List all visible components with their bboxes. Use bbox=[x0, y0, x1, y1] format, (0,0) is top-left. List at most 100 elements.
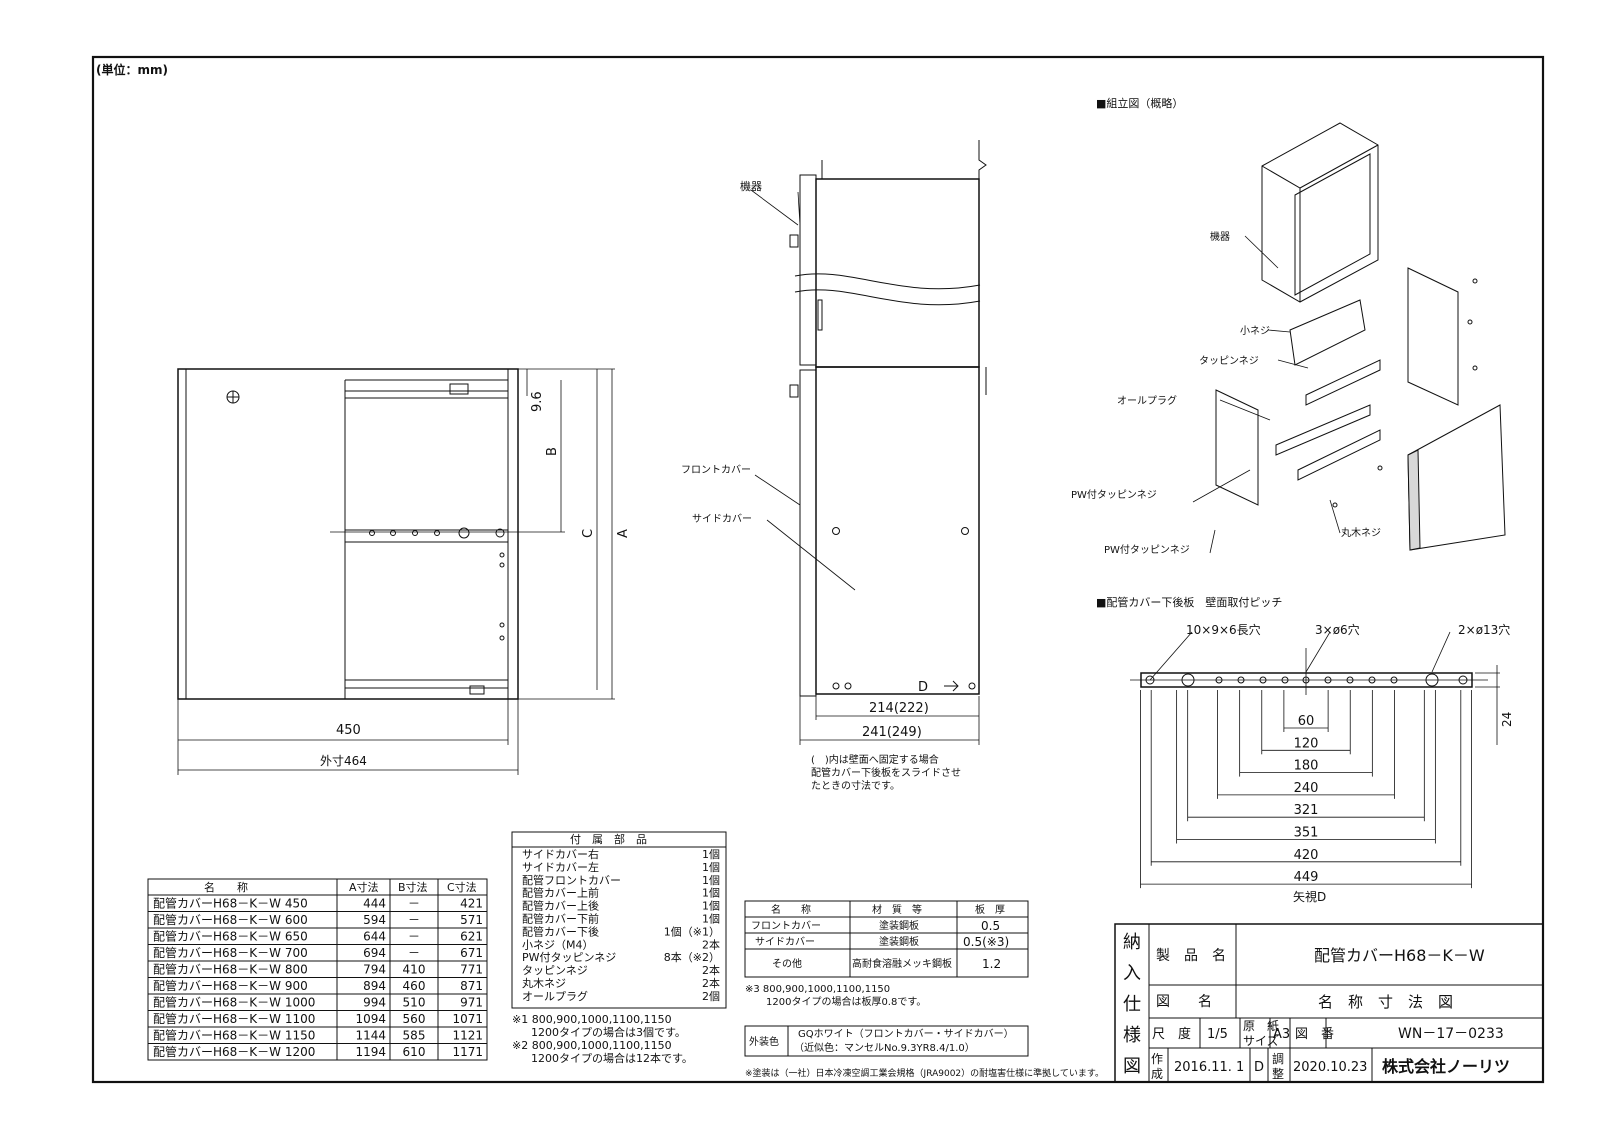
parts-note: ※1 800,900,1000,1100,1150 bbox=[512, 1013, 672, 1026]
material-header-material: 材 質 等 bbox=[872, 903, 922, 916]
material-row-2-name: サイドカバー bbox=[755, 936, 815, 948]
pitch-view: 矢視D bbox=[1293, 889, 1326, 904]
models-cell-b: 460 bbox=[403, 979, 426, 993]
side-note-1: ( )内は壁面へ固定する場合 bbox=[811, 753, 939, 766]
scale-label: 尺 度 bbox=[1152, 1026, 1191, 1042]
paper-label-1: 原 紙 bbox=[1243, 1018, 1279, 1033]
parts-item-qty: 2本 bbox=[702, 963, 720, 977]
material-row-3-name: その他 bbox=[772, 957, 802, 970]
pitch-height: 24 bbox=[1500, 712, 1514, 727]
models-cell-a: 644 bbox=[363, 930, 386, 944]
parts-item-qty: 1個 bbox=[702, 900, 720, 913]
parts-item-name: 配管フロントカバー bbox=[522, 873, 621, 887]
models-cell-a: 1094 bbox=[355, 1012, 386, 1026]
adj-label-1: 調 bbox=[1272, 1052, 1284, 1066]
models-cell-b: － bbox=[408, 897, 420, 911]
pitch-hole-3: 2×ø13穴 bbox=[1458, 622, 1510, 637]
drawing-label: 図 名 bbox=[1156, 994, 1212, 1010]
pitch-dim-label: 180 bbox=[1294, 759, 1319, 774]
side-label-char: 仕 bbox=[1123, 994, 1141, 1015]
models-cell-a: 594 bbox=[363, 913, 386, 927]
material-row-3-thickness: 1.2 bbox=[982, 957, 1001, 971]
material-header-name: 名 称 bbox=[771, 903, 811, 916]
coating-footnote: ※塗装は（一社）日本冷凍空調工業会規格（JRA9002）の耐塩害仕様に準拠してい… bbox=[745, 1067, 1104, 1079]
parts-item-name: PW付タッピンネジ bbox=[522, 951, 616, 964]
made-label-1: 作 bbox=[1151, 1052, 1163, 1066]
made-label-2: 成 bbox=[1151, 1067, 1163, 1081]
side-label-front-cover: フロントカバー bbox=[681, 464, 751, 476]
parts-item-qty: 2個 bbox=[702, 990, 720, 1003]
parts-item-name: オールプラグ bbox=[522, 989, 588, 1003]
models-cell-c: 571 bbox=[460, 913, 483, 927]
parts-item-name: タッピンネジ bbox=[522, 964, 588, 977]
material-table: 名 称 材 質 等 板 厚 フロントカバー 塗装鋼板 0.5 サイドカバー 塗装… bbox=[744, 900, 1029, 1008]
material-note-2: 1200タイプの場合は板厚0.8です。 bbox=[766, 995, 926, 1008]
models-cell-a: 444 bbox=[363, 897, 386, 911]
pitch-dim-label: 351 bbox=[1294, 826, 1319, 841]
models-cell-b: － bbox=[408, 930, 420, 944]
models-cell-b: － bbox=[408, 946, 420, 960]
pitch-dim-label: 420 bbox=[1294, 848, 1319, 863]
asm-label-maruki: 丸木ネジ bbox=[1341, 526, 1381, 539]
models-header-a: A寸法 bbox=[349, 880, 379, 894]
models-cell-c: 1071 bbox=[452, 1012, 483, 1026]
parts-note: 1200タイプの場合は12本です。 bbox=[531, 1051, 693, 1065]
drawing-name: 名 称 寸 法 図 bbox=[1318, 993, 1453, 1011]
material-row-3-material: 高耐食溶融メッキ鋼板 bbox=[852, 957, 952, 970]
product-name: 配管カバーH68－K－W bbox=[1314, 946, 1485, 965]
color-line-1: GQホワイト（フロントカバー・サイドカバー） bbox=[798, 1028, 1014, 1040]
pitch-dim-label: 449 bbox=[1294, 870, 1319, 885]
dim-9-6: 9.6 bbox=[530, 391, 545, 412]
drawing-number: WN－17－0233 bbox=[1398, 1026, 1504, 1042]
asm-label-pw-1: PW付タッピンネジ bbox=[1071, 488, 1157, 501]
parts-item-name: 配管カバー上後 bbox=[522, 899, 599, 913]
pitch-hole-1: 10×9×6長穴 bbox=[1186, 622, 1261, 637]
made-date: 2016.11. 1 bbox=[1174, 1060, 1244, 1075]
material-row-2-thickness: 0.5(※3) bbox=[963, 935, 1009, 949]
models-cell-a: 1144 bbox=[355, 1029, 386, 1043]
side-label-view-d: D bbox=[918, 680, 928, 695]
parts-item-name: サイドカバー右 bbox=[522, 847, 599, 861]
parts-item-name: サイドカバー左 bbox=[522, 861, 599, 874]
models-cell-a: 694 bbox=[363, 946, 386, 960]
scale-value: 1/5 bbox=[1207, 1027, 1228, 1042]
material-header-thickness: 板 厚 bbox=[975, 903, 1005, 916]
material-row-1-name: フロントカバー bbox=[751, 920, 821, 932]
dim-b: B bbox=[545, 447, 560, 456]
parts-item-qty: 2本 bbox=[702, 937, 720, 951]
models-cell-name: 配管カバーH68－K－W 1000 bbox=[153, 995, 315, 1010]
asm-label-orubura: オールプラグ bbox=[1117, 394, 1177, 407]
models-cell-a: 794 bbox=[363, 963, 386, 977]
side-note-3: たときの寸法です。 bbox=[811, 779, 900, 792]
models-cell-name: 配管カバーH68－K－W 450 bbox=[153, 896, 308, 911]
side-label-kiki: 機器 bbox=[740, 179, 762, 193]
made-rev: D bbox=[1254, 1060, 1264, 1075]
front-view bbox=[177, 368, 565, 700]
parts-item-qty: 1個 bbox=[702, 848, 720, 861]
asm-label-pw-2: PW付タッピンネジ bbox=[1104, 543, 1190, 556]
material-note-1: ※3 800,900,1000,1100,1150 bbox=[745, 984, 890, 995]
models-cell-b: － bbox=[408, 913, 420, 927]
models-cell-b: 585 bbox=[403, 1029, 426, 1043]
models-cell-name: 配管カバーH68－K－W 800 bbox=[153, 962, 308, 977]
models-cell-b: 410 bbox=[403, 963, 426, 977]
product-label: 製 品 名 bbox=[1156, 948, 1226, 964]
models-cell-c: 1121 bbox=[452, 1029, 483, 1043]
pitch-hole-2: 3×ø6穴 bbox=[1315, 622, 1360, 637]
models-cell-c: 871 bbox=[460, 979, 483, 993]
dim-241: 241(249) bbox=[862, 725, 922, 740]
parts-note: 1200タイプの場合は3個です。 bbox=[531, 1025, 686, 1039]
dim-c: C bbox=[581, 529, 596, 538]
models-cell-a: 894 bbox=[363, 979, 386, 993]
asm-label-tapping: タッピンネジ bbox=[1199, 355, 1259, 367]
models-header-b: B寸法 bbox=[398, 880, 428, 894]
parts-item-qty: 8本（※2） bbox=[664, 950, 720, 964]
models-cell-c: 621 bbox=[460, 930, 483, 944]
models-cell-c: 971 bbox=[460, 996, 483, 1010]
front-view-dimensions: 9.6 B C A 450 外寸464 bbox=[177, 368, 631, 775]
